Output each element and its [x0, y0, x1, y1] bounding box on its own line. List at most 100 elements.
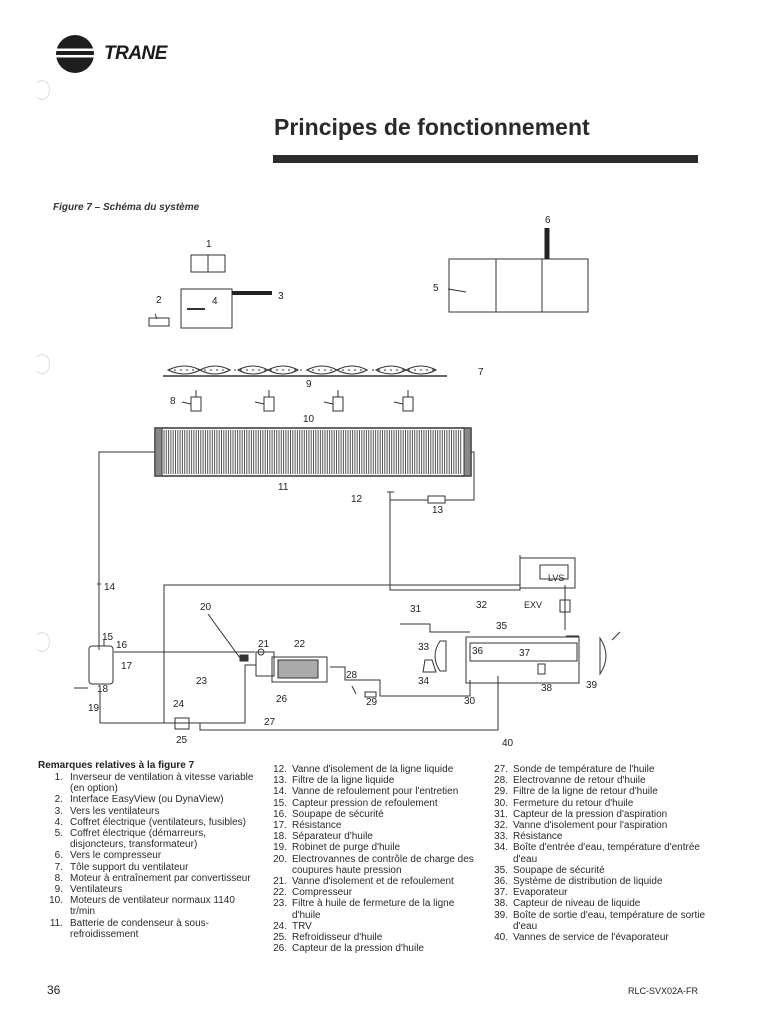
- legend-item: 40. Vannes de service de l'évaporateur: [483, 932, 713, 943]
- brand-name: TRANE: [104, 43, 167, 64]
- legend-item: 27.Sonde de température de l'huile: [483, 764, 713, 775]
- legend-item: 34.Boîte d'entrée d'eau, température d'e…: [483, 842, 713, 864]
- legend-item-number: 8.: [54, 872, 63, 884]
- legend-item-number: 25.: [273, 932, 287, 944]
- legend-item: 2.Interface EasyView (ou DynaView): [38, 794, 258, 805]
- legend-item: 17.Résistance: [262, 820, 480, 831]
- legend-item-text: Vannes de service de l'évaporateur: [513, 932, 669, 944]
- legend-item-text: Robinet de purge d'huile: [292, 842, 401, 854]
- svg-text:40: 40: [502, 738, 514, 749]
- legend-item-number: 12.: [273, 764, 287, 775]
- legend-item-text: Boîte d'entrée d'eau, température d'entr…: [513, 842, 700, 865]
- legend-item-text: Filtre de la ligne de retour d'huile: [513, 786, 658, 798]
- svg-text:26: 26: [276, 694, 288, 705]
- svg-text:28: 28: [346, 670, 358, 681]
- legend-item-number: 5.: [54, 828, 63, 840]
- legend-column-2: 12. Vanne d'isolement de la ligne liquide…: [262, 764, 480, 954]
- svg-text:EXV: EXV: [524, 600, 542, 610]
- water-inlet-box: [434, 640, 447, 672]
- svg-text:29: 29: [366, 697, 378, 708]
- legend-item-number: 24.: [273, 920, 287, 932]
- legend-item-number: 2.: [54, 794, 63, 806]
- legend-item-number: 14.: [273, 786, 287, 798]
- svg-text:38: 38: [541, 683, 553, 694]
- svg-text:15: 15: [102, 632, 114, 643]
- fan-motors: [181, 390, 414, 412]
- condenser-fins: [163, 430, 462, 474]
- legend-item: 23.Filtre à huile de fermeture de la lig…: [262, 898, 480, 920]
- legend-item-number: 38.: [494, 898, 508, 910]
- fan-electrical-box: [180, 288, 233, 329]
- legend-item: 11. Batterie de condenseur à sous-refroid…: [38, 918, 258, 940]
- legend-item-text: Filtre à huile de fermeture de la ligne …: [292, 898, 455, 921]
- legend-item-text: Soupape de sécurité: [292, 808, 384, 820]
- legend-item: 32.Vanne d'isolement pour l'aspiration: [483, 820, 713, 831]
- legend-item: 13.Filtre de la ligne liquide: [262, 775, 480, 786]
- document-code: RLC-SVX02A-FR: [628, 986, 699, 996]
- punch-hole-mark: [34, 354, 50, 374]
- trane-logo-icon: [56, 35, 94, 73]
- legend-item: 9.Ventilateurs: [38, 884, 258, 895]
- legend-item-text: Capteur de la pression d'huile: [292, 943, 424, 955]
- legend-item-text: Ventilateurs: [70, 884, 123, 896]
- page-number: 36: [47, 983, 61, 997]
- legend-item: 35. Soupape de sécurité: [483, 865, 713, 876]
- legend-item-number: 16.: [273, 808, 287, 820]
- legend-item: 20.Electrovannes de contrôle de charge d…: [262, 854, 480, 876]
- legend-item-text: Vanne d'isolement pour l'aspiration: [513, 820, 668, 832]
- svg-text:3: 3: [278, 291, 284, 302]
- legend-item-text: Compresseur: [292, 887, 353, 899]
- legend-item-text: Capteur pression de refoulement: [292, 797, 438, 809]
- lvs-exv-assembly: [519, 557, 576, 589]
- legend-item-text: Refroidisseur d'huile: [292, 932, 383, 944]
- legend-item: 37.Evaporateur: [483, 887, 713, 898]
- legend-item-number: 11.: [49, 917, 63, 929]
- legend-item-number: 37.: [494, 887, 508, 899]
- legend-item-text: Batterie de condenseur à sous-refroidiss…: [70, 917, 209, 940]
- punch-hole-mark: [34, 80, 50, 100]
- legend-item-text: Electrovanne de retour d'huile: [513, 775, 646, 787]
- legend-item-number: 40.: [494, 932, 508, 944]
- legend-item-text: Capteur de la pression d'aspiration: [513, 808, 668, 820]
- legend-item: 15. Capteur pression de refoulement: [262, 798, 480, 809]
- legend-item-number: 15.: [273, 797, 287, 809]
- legend-item: 8.Moteur à entraînement par convertisseu…: [38, 873, 258, 884]
- svg-text:8: 8: [170, 396, 176, 407]
- legend-item-number: 13.: [273, 775, 287, 787]
- fan-row: [166, 365, 438, 375]
- legend-item-number: 18.: [273, 831, 287, 843]
- legend-item-number: 7.: [54, 861, 63, 873]
- legend-item-number: 4.: [54, 816, 63, 828]
- svg-text:13: 13: [432, 505, 444, 516]
- oil-separator: [88, 645, 114, 685]
- legend-item-number: 35.: [494, 864, 508, 876]
- svg-text:39: 39: [586, 680, 598, 691]
- svg-text:9: 9: [306, 379, 312, 390]
- legend-item-number: 33.: [494, 831, 508, 843]
- legend-item-text: Moteurs de ventilateur normaux 1140 tr/m…: [70, 895, 235, 918]
- svg-text:20: 20: [200, 602, 212, 613]
- page-title: Principes de fonctionnement: [274, 114, 590, 140]
- legend-item: 28. Electrovanne de retour d'huile: [483, 775, 713, 786]
- svg-text:17: 17: [121, 661, 133, 672]
- svg-text:23: 23: [196, 676, 208, 687]
- svg-text:18: 18: [97, 684, 109, 695]
- svg-text:11: 11: [278, 482, 289, 493]
- legend-item-text: Vanne d'isolement de la ligne liquide: [292, 764, 454, 775]
- legend-item-text: Capteur de niveau de liquide: [513, 898, 641, 910]
- legend-item-number: 36.: [494, 876, 508, 888]
- legend-item-text: Système de distribution de liquide: [513, 876, 663, 888]
- legend-item: 10.Moteurs de ventilateur normaux 1140 t…: [38, 895, 258, 917]
- legend-item-text: Soupape de sécurité: [513, 864, 605, 876]
- legend-item-text: Séparateur d'huile: [292, 831, 373, 843]
- legend-item: 26.Capteur de la pression d'huile: [262, 943, 480, 954]
- legend-item: 1.Inverseur de ventilation à vitesse var…: [38, 772, 258, 794]
- legend-item: 7.Tôle support du ventilateur: [38, 862, 258, 873]
- punch-hole-mark: [34, 632, 50, 652]
- svg-text:7: 7: [478, 367, 484, 378]
- starter-electrical-box: [448, 258, 589, 313]
- legend-item-number: 21.: [273, 876, 287, 888]
- legend-item-number: 28.: [494, 775, 508, 787]
- svg-text:6: 6: [545, 215, 551, 226]
- legend-item-number: 39.: [494, 909, 508, 921]
